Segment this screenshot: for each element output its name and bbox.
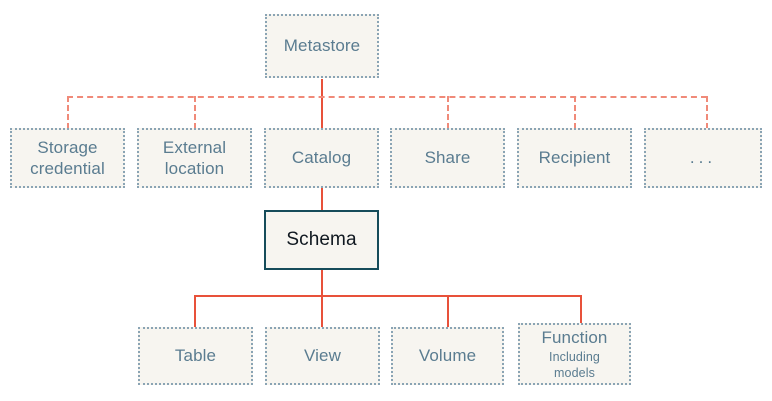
node-volume-label: Volume [418, 346, 477, 366]
node-schema-label: Schema [286, 229, 357, 251]
node-metastore-label: Metastore [283, 36, 361, 56]
node-storage-credential-label-line2: credential [30, 159, 105, 178]
connector-schema-to-bus [321, 270, 323, 296]
node-function[interactable]: Function Including models [518, 323, 631, 385]
connector-drop-volume [447, 295, 449, 327]
node-function-label: Function [541, 328, 608, 348]
node-storage-credential-label-line1: Storage [37, 137, 98, 157]
connector-drop-external-location [194, 96, 196, 129]
node-storage-credential[interactable]: Storage credential [10, 128, 125, 188]
node-metastore[interactable]: Metastore [265, 14, 379, 78]
node-view-label: View [304, 346, 341, 366]
connector-catalog-to-schema [321, 188, 323, 210]
node-view[interactable]: View [265, 327, 380, 385]
node-external-location-label-line1: External [162, 137, 227, 157]
node-function-sublabel-line2: models [554, 365, 595, 380]
node-recipient-label: Recipient [538, 148, 611, 168]
connector-drop-share [447, 96, 449, 129]
connector-schema-children-bus [194, 295, 581, 297]
connector-drop-table [194, 295, 196, 327]
node-share[interactable]: Share [390, 128, 505, 188]
node-schema[interactable]: Schema [264, 210, 379, 270]
connector-metastore-to-catalog-upper [321, 79, 323, 129]
node-catalog-label: Catalog [291, 148, 352, 168]
node-external-location[interactable]: External location [137, 128, 252, 188]
connector-drop-function [580, 295, 582, 323]
node-table[interactable]: Table [138, 327, 253, 385]
node-external-location-label-line2: location [164, 159, 225, 178]
node-volume[interactable]: Volume [391, 327, 504, 385]
connector-metastore-children-bus [67, 96, 707, 98]
node-more[interactable]: ... [644, 128, 762, 188]
node-catalog[interactable]: Catalog [264, 128, 379, 188]
node-more-label: ... [689, 148, 717, 168]
node-function-sublabel-line1: Including [549, 349, 600, 364]
node-recipient[interactable]: Recipient [517, 128, 632, 188]
node-table-label: Table [174, 346, 217, 366]
connector-drop-view [321, 295, 323, 327]
connector-drop-storage-credential [67, 96, 69, 129]
connector-drop-more [706, 96, 708, 129]
connector-drop-recipient [574, 96, 576, 129]
node-share-label: Share [424, 148, 471, 168]
